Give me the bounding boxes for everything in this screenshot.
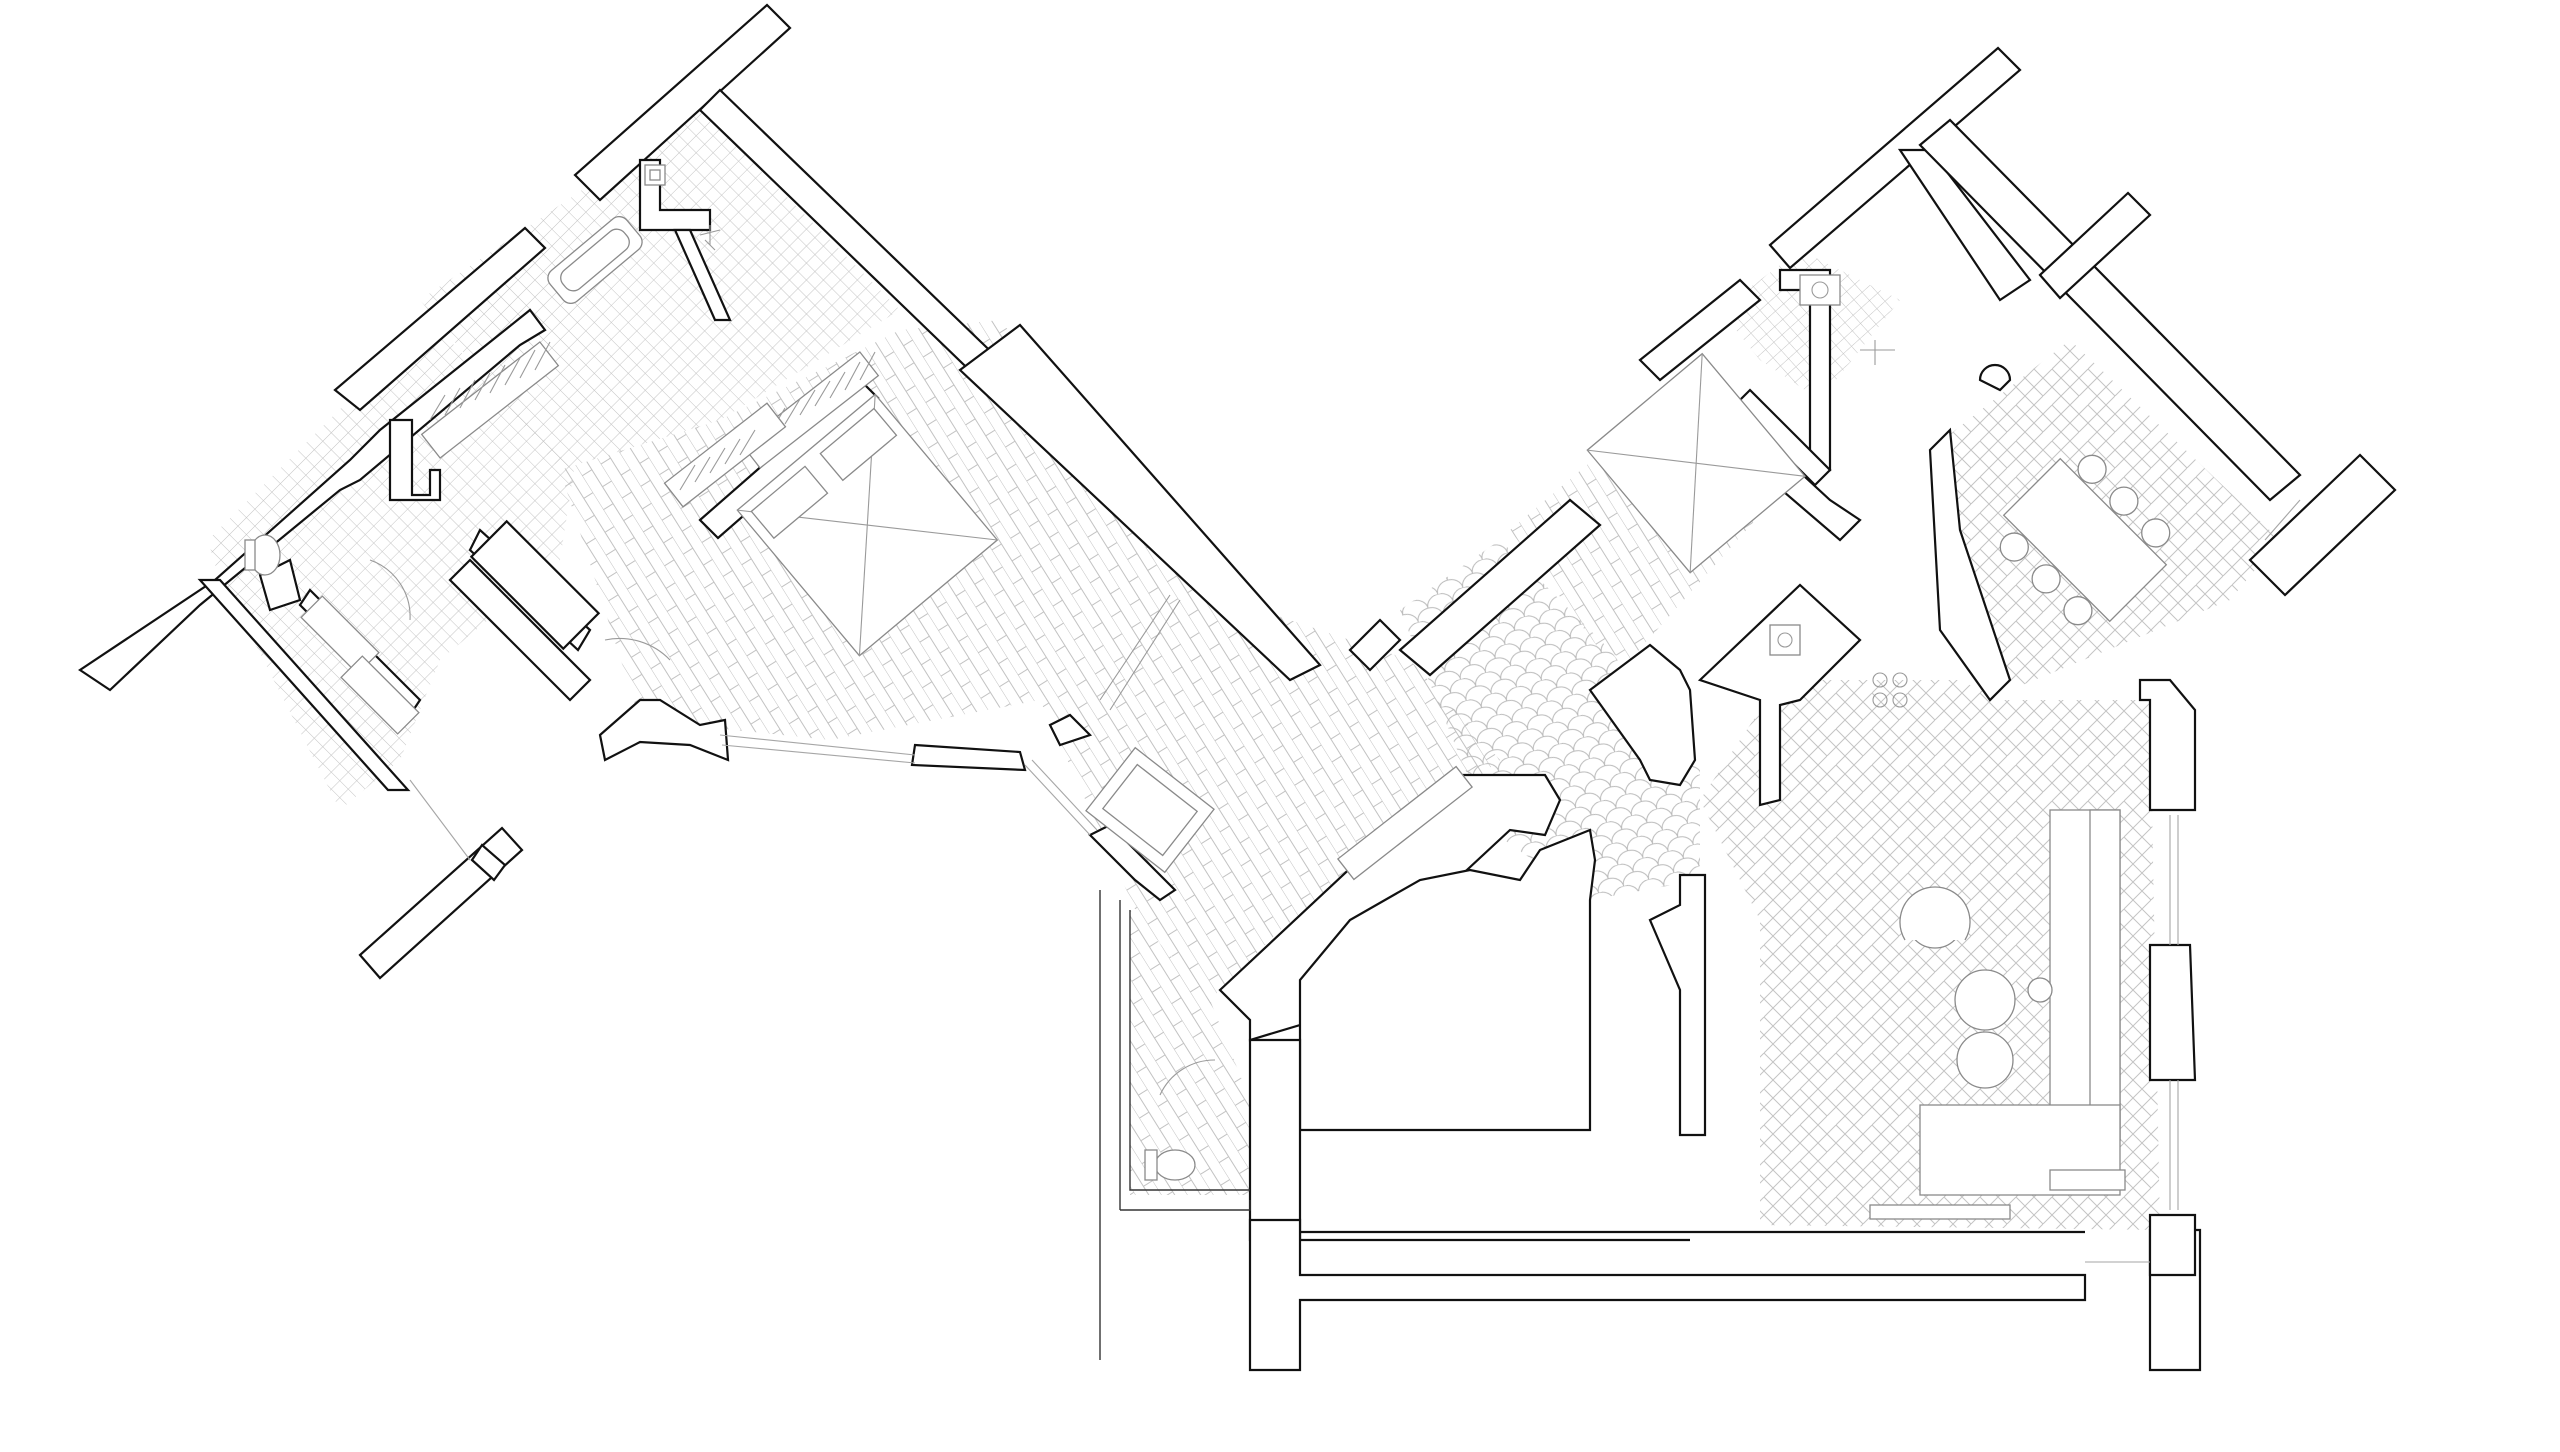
wall-right-upper — [1638, 278, 1762, 382]
island-block — [469, 519, 601, 651]
second-bed — [1586, 352, 1806, 574]
glazing-bath-a — [409, 779, 471, 861]
wall-right-window-a — [2138, 678, 2197, 812]
bath2-basin — [1860, 340, 1895, 365]
wall-dining-left — [1928, 427, 2012, 702]
column-dining — [1978, 363, 2012, 392]
wall-bedroom-right — [958, 323, 1322, 682]
living-floor — [1700, 680, 2160, 1230]
wall-right-top-cap — [1768, 46, 2022, 270]
glazing-suite-a — [719, 734, 916, 756]
wall-pier-c — [1048, 713, 1093, 747]
wardrobe-suite-b — [739, 351, 880, 469]
wall-top-cap — [573, 3, 792, 202]
wall-pier-a — [598, 698, 730, 762]
wall-bath-vertical — [673, 228, 732, 322]
door-swing-bedroom — [604, 637, 671, 661]
wall-entry-left — [1588, 643, 1697, 787]
door-swing-wc — [1159, 1059, 1216, 1096]
vanity-bench-2 — [340, 655, 420, 735]
bath2-shower — [1799, 274, 1841, 306]
toilet-guest-tank — [1144, 1149, 1158, 1181]
toilet-guest — [1154, 1149, 1196, 1181]
glazing-right-wing-a — [2264, 499, 2301, 541]
exterior-stair-line-d — [1129, 910, 1250, 1191]
bath-cabinet-inner — [649, 169, 661, 181]
hall-bench — [1336, 765, 1474, 881]
wall-bottom-left-cap — [358, 826, 524, 980]
wall-central-arch — [1298, 828, 1597, 1132]
tv-console — [1869, 1204, 2011, 1220]
wardrobe-suite-a — [420, 341, 560, 459]
wall-window-jamb-left — [470, 843, 507, 882]
living-armchair — [1899, 886, 1971, 949]
wall-partition-a — [388, 418, 442, 502]
wall-right-window-b — [2148, 943, 2197, 1082]
shower-head — [699, 225, 721, 251]
guest-wc-floor — [1130, 910, 1250, 1195]
door-swing-wardrobe — [1099, 594, 1181, 711]
kitchen-sink-drain — [1777, 632, 1793, 648]
glazing-hall-a — [1024, 764, 1091, 836]
wall-corridor-right — [1648, 873, 1707, 1137]
wall-kitchen-top — [1697, 583, 1862, 807]
wall-lower-long — [1248, 1218, 2087, 1372]
wall-pier-b — [910, 743, 1027, 772]
glazing-lines — [409, 499, 2301, 1360]
side-table — [2027, 977, 2053, 1003]
wall-central-vertical — [1248, 1038, 1302, 1242]
toilet-master-tank — [244, 539, 256, 571]
glazing-hall-b — [1031, 759, 1098, 831]
cooktop — [1872, 672, 1908, 708]
wall-right-window-c — [2148, 1213, 2197, 1277]
dining-table — [1999, 454, 2171, 626]
living-sofa — [1919, 809, 2126, 1196]
master-bed — [736, 393, 999, 657]
wall-bedroom2-lower-2 — [1348, 618, 1402, 672]
walls-left-wing — [78, 3, 1322, 980]
wall-suite-upper — [333, 226, 547, 412]
wardrobe-suite-c — [663, 402, 787, 508]
coffee-table-a — [1954, 969, 2016, 1031]
exterior-stair-line-c — [1120, 1200, 1251, 1211]
door-swing-master-bath — [369, 559, 411, 621]
bathtub — [547, 215, 643, 305]
bath2-drain — [1811, 281, 1829, 299]
wall-bedroom2-lower — [1398, 498, 1602, 677]
wall-right-long-diagonal — [1918, 118, 2302, 502]
kitchen-sink — [1769, 624, 1801, 656]
coffee-table-b — [1956, 1031, 2014, 1089]
wall-right-top-cap-2 — [2038, 191, 2152, 300]
wall-right-far-cap — [2248, 453, 2397, 597]
wall-lower-left — [197, 578, 411, 792]
wall-partition-b — [448, 558, 592, 702]
master-armchair — [1085, 746, 1215, 874]
wall-suite-outer — [78, 308, 547, 692]
walls-central — [1218, 583, 2202, 1372]
hallway-floor — [1040, 600, 1500, 1000]
furniture — [244, 164, 2171, 1220]
glazing-suite-b — [721, 744, 916, 764]
wall-bath2-right — [1897, 148, 2032, 302]
